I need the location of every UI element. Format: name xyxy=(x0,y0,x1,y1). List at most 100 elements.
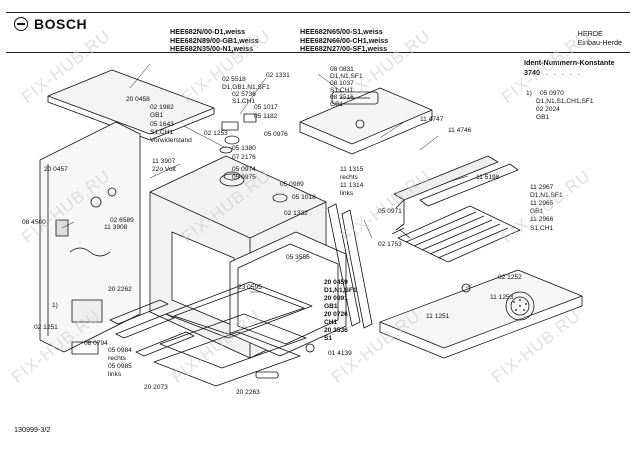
part-label: 05 0985 xyxy=(108,363,132,370)
part-label: 20 0458 xyxy=(126,96,150,103)
part-label: CH1 xyxy=(324,319,338,326)
part-label: 20 2262 xyxy=(108,286,132,293)
bottom-heating-element xyxy=(391,205,521,263)
part-label: 05 0975 xyxy=(232,174,256,181)
part-label: 20 0457 xyxy=(44,166,68,173)
ident-title: Ident-Nummern-Konstante xyxy=(524,58,615,67)
part-label: 11 2966 xyxy=(530,216,554,223)
part-label: 02 1753 xyxy=(378,241,402,248)
part-label: D1,N1,SF1 xyxy=(530,192,563,199)
part-label: 20 0459 xyxy=(324,279,348,286)
part-label: 11 2965 xyxy=(530,200,554,207)
part-label: 20 3536 xyxy=(324,327,348,334)
part-label: 05 0976 xyxy=(264,131,288,138)
part-label: 11 5198 xyxy=(476,174,500,181)
part-label: 08 1037 xyxy=(330,80,354,87)
part-label: 05 1017 xyxy=(254,104,278,111)
part-label: D1,N1,SF1 xyxy=(324,287,357,294)
header-rule-bottom xyxy=(6,52,630,53)
bosch-logo-icon xyxy=(14,17,28,31)
part-label: 05 1380 xyxy=(232,145,256,152)
part-label: 11 2967 xyxy=(530,184,554,191)
part-label: 01 4139 xyxy=(328,350,352,357)
part-label: 1) xyxy=(52,302,58,309)
part-label: 1) xyxy=(526,90,532,97)
part-label: 02 1252 xyxy=(498,274,522,281)
part-label: S1,CH1 xyxy=(150,129,174,136)
part-label: GB1 xyxy=(530,208,544,215)
part-label: 11 1251 xyxy=(426,313,450,320)
lower-left-parts xyxy=(71,299,195,357)
part-label: 11 1315 xyxy=(340,166,364,173)
trim-frame xyxy=(153,281,313,387)
part-label: 08 3516 xyxy=(330,94,354,101)
top-cover-plate xyxy=(47,69,215,141)
control-knobs xyxy=(219,113,257,154)
part-label: 20 0891 xyxy=(324,295,348,302)
exploded-view-drawing xyxy=(39,63,583,387)
part-label: 11 1314 xyxy=(340,182,364,189)
part-label: 05 0974 xyxy=(232,166,256,173)
model-name: HEE682N65/00-S1,weiss xyxy=(300,27,383,36)
part-label: S1,CH1 xyxy=(232,98,256,105)
part-label: 20 2263 xyxy=(236,389,260,396)
ident-dots: . . . . . xyxy=(546,68,582,77)
part-label: 23 0595 xyxy=(238,284,262,291)
model-name: HEE682N35/00-N1,weiss xyxy=(170,44,254,54)
part-label: 02 1331 xyxy=(266,72,290,79)
category-sub: Einbau-Herde xyxy=(577,37,622,47)
part-label: D1,N1,SF1 xyxy=(330,73,363,80)
part-label: rechts xyxy=(340,174,358,181)
part-label: GB1 xyxy=(330,101,344,108)
part-label: 02 1332 xyxy=(284,210,308,217)
part-label: 02 6589 xyxy=(110,217,134,224)
part-label: 02 5736 xyxy=(232,91,256,98)
part-label: 02 1251 xyxy=(34,324,58,331)
part-label: 02 2024 xyxy=(536,106,560,113)
vertical-rails xyxy=(327,203,373,329)
part-label: 02 1982 xyxy=(150,104,174,111)
part-label: 11 4747 xyxy=(420,116,444,123)
part-label: 05 0971 xyxy=(378,208,402,215)
part-label: 02 5518 xyxy=(222,76,246,83)
product-category: HERDE Einbau-Herde xyxy=(577,29,622,47)
left-side-panel xyxy=(39,121,141,353)
part-label: 05 1182 xyxy=(254,113,278,120)
part-label: 08 0831 xyxy=(330,66,354,73)
part-label: 20 0726 xyxy=(324,311,348,318)
part-label: links xyxy=(108,371,122,378)
brand-name: BOSCH xyxy=(34,16,88,32)
part-label: rechts xyxy=(108,355,126,362)
top-heating-assembly xyxy=(299,87,433,155)
part-label: 05 3556 xyxy=(286,254,310,261)
part-label: 05 0984 xyxy=(108,347,132,354)
category-name: HERDE xyxy=(577,29,603,38)
part-label: 11 3908 xyxy=(104,224,128,231)
part-label: GB1 xyxy=(324,303,338,310)
part-label: 20 2073 xyxy=(144,384,168,391)
part-label: 22o Volt xyxy=(152,166,176,173)
part-label: 05 0989 xyxy=(280,181,304,188)
part-label: S1 xyxy=(324,335,333,342)
part-label: GB1 xyxy=(536,114,550,121)
part-label: 07 2176 xyxy=(232,154,256,161)
part-label: 11 1253 xyxy=(490,294,514,301)
part-label: 02 1253 xyxy=(204,130,228,137)
part-label: D1,N1,S1,CH1,SF1 xyxy=(536,98,594,105)
model-name: HEE682N89/00-GB1,weiss xyxy=(170,35,259,45)
part-label: Vorwiderstand xyxy=(150,137,192,144)
model-name: HEE682N/00-D1,weiss xyxy=(170,27,246,36)
part-label: 11 4746 xyxy=(448,127,472,134)
part-label: S1,CH1 xyxy=(330,87,354,94)
model-list-right: HEE682N65/00-S1,weiss HEE682N66/00-CH1,w… xyxy=(300,27,389,54)
part-label: 05 0970 xyxy=(540,90,564,97)
header-rule-top xyxy=(6,12,630,13)
part-label: 05 1643 xyxy=(150,121,174,128)
leader-lines xyxy=(61,63,473,293)
part-label: links xyxy=(340,190,354,197)
drawing-number: 130999-3/2 xyxy=(14,425,51,434)
part-label: 11 3907 xyxy=(152,158,176,165)
part-label: S1,CH1 xyxy=(530,225,554,232)
model-name: HEE682N66/00-CH1,weiss xyxy=(300,35,389,45)
